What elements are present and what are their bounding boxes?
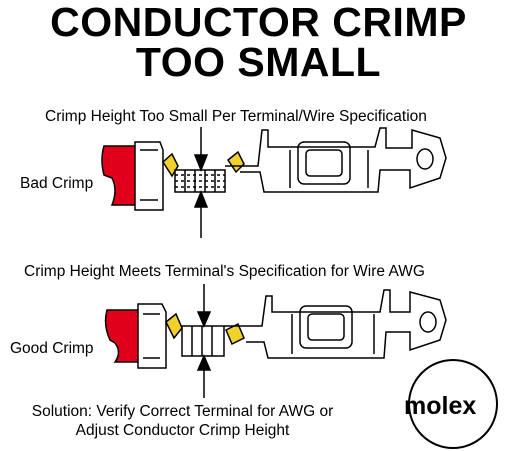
title-line-1: CONDUCTOR CRIMP: [50, 0, 467, 45]
bad-crimp-caption: Crimp Height Too Small Per Terminal/Wire…: [45, 108, 427, 125]
bad-crimp-terminal: [101, 127, 447, 211]
good-wire-strands: [165, 312, 183, 340]
good-crimp-arrows: [196, 284, 212, 398]
good-crimp-label: Good Crimp: [10, 340, 94, 357]
molex-logo-mark: [408, 359, 498, 449]
good-crimp-terminal: [104, 289, 447, 369]
title-line-2: TOO SMALL: [135, 39, 382, 85]
solution-line-2: Adjust Conductor Crimp Height: [75, 422, 290, 439]
solution-line-1: Solution: Verify Correct Terminal for AW…: [31, 403, 334, 420]
bad-crimp-arrows: [193, 127, 209, 238]
bad-insulation: [101, 145, 139, 206]
good-crimp-caption: Crimp Height Meets Terminal's Specificat…: [24, 263, 425, 280]
bad-crimp-label: Bad Crimp: [20, 175, 94, 192]
molex-logo: molex: [404, 392, 477, 420]
good-insulation: [104, 309, 143, 363]
